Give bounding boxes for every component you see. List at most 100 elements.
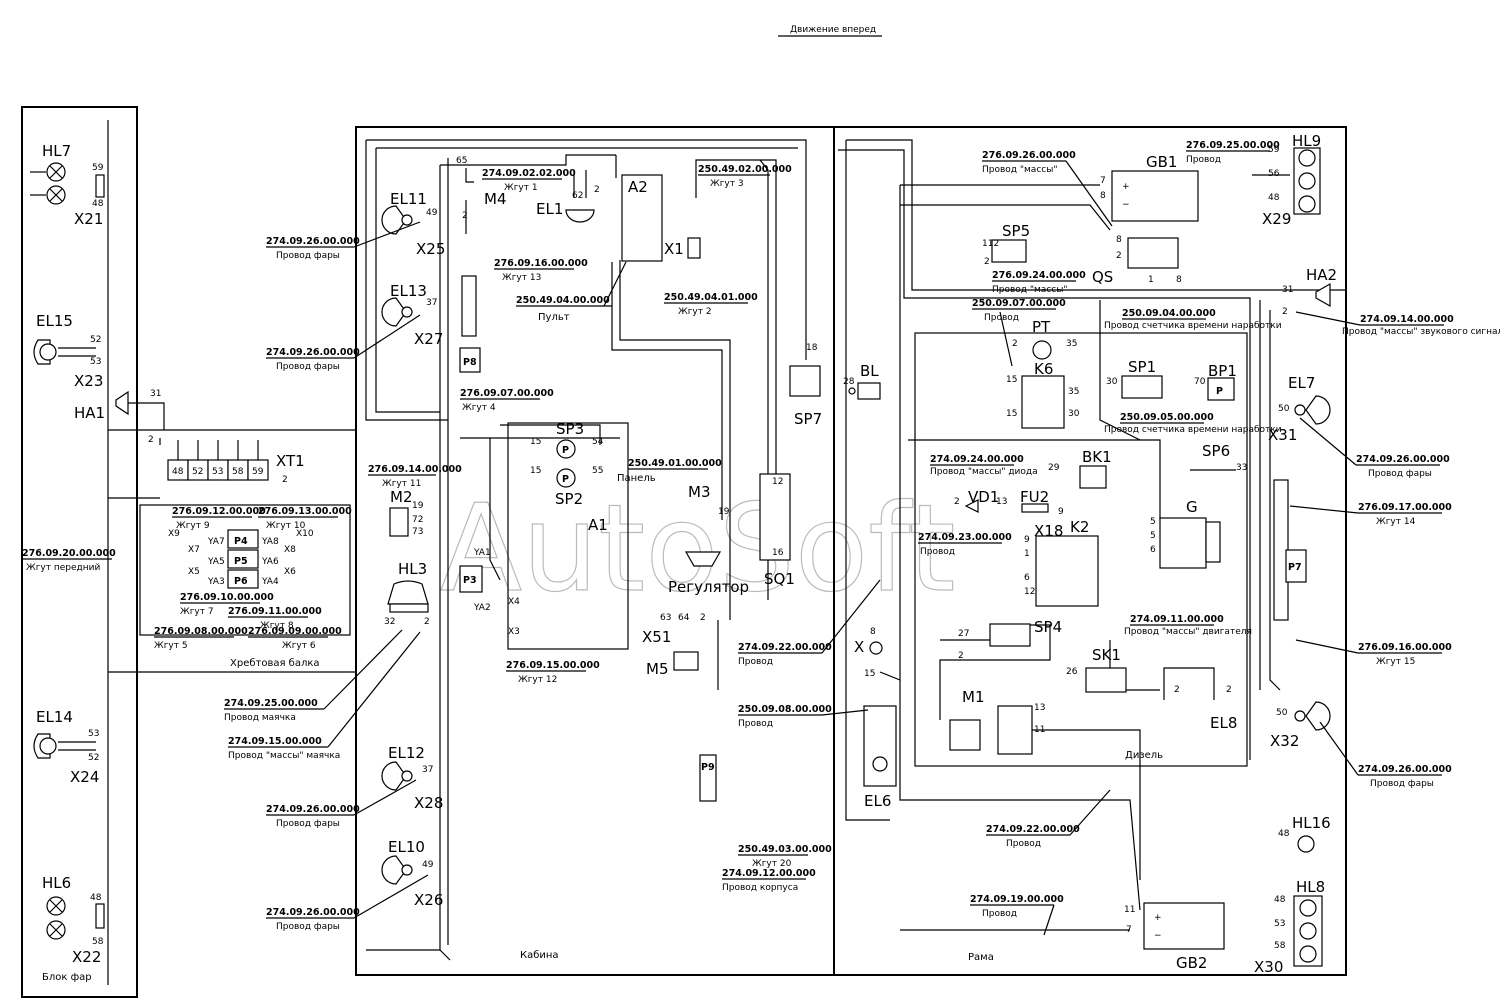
svg-text:SK1: SK1	[1092, 646, 1121, 664]
svg-text:13: 13	[996, 497, 1007, 507]
svg-text:2: 2	[282, 475, 288, 485]
svg-text:65: 65	[456, 156, 467, 166]
svg-text:274.09.24.00.000: 274.09.24.00.000	[930, 454, 1024, 465]
svg-text:Жгут 14: Жгут 14	[1376, 517, 1416, 527]
svg-text:K2: K2	[1070, 518, 1089, 536]
svg-text:SP6: SP6	[1202, 442, 1230, 460]
svg-text:Жгут передний: Жгут передний	[26, 563, 100, 573]
svg-text:YA7: YA7	[207, 537, 225, 547]
svg-text:274.09.26.00.000: 274.09.26.00.000	[1358, 764, 1452, 775]
svg-text:274.09.19.00.000: 274.09.19.00.000	[970, 894, 1064, 905]
svg-text:GB2: GB2	[1176, 954, 1207, 972]
a2-module: A2	[621, 174, 663, 262]
svg-text:P9: P9	[701, 762, 715, 773]
svg-text:EL10: EL10	[388, 838, 425, 856]
svg-text:31: 31	[150, 389, 161, 399]
svg-text:Жгут 4: Жгут 4	[462, 403, 496, 413]
svg-text:274.09.14.00.000: 274.09.14.00.000	[1360, 314, 1454, 325]
svg-text:274.09.26.00.000: 274.09.26.00.000	[1356, 454, 1450, 465]
svg-text:YA3: YA3	[207, 577, 225, 587]
svg-text:P: P	[1216, 386, 1223, 397]
sk1-sensor: SK1 26	[1066, 646, 1127, 693]
el10-lamp: EL10 49 X26	[381, 838, 443, 909]
svg-text:276.09.17.00.000: 276.09.17.00.000	[1358, 502, 1452, 513]
p7-relay: P7	[1273, 479, 1307, 621]
x-connector: 8 X 15	[854, 627, 883, 679]
svg-text:250.49.03.00.000: 250.49.03.00.000	[738, 844, 832, 855]
bk1-sensor: BK1 29	[1048, 448, 1112, 489]
p8-relay: P8	[459, 275, 481, 373]
svg-text:Жгут 5: Жгут 5	[154, 641, 188, 651]
callout: 250.49.04.00.000	[516, 295, 612, 307]
svg-text:6: 6	[1150, 545, 1156, 555]
svg-text:Провод фары: Провод фары	[276, 922, 340, 932]
svg-text:53: 53	[212, 467, 223, 477]
svg-text:Провод: Провод	[1006, 839, 1041, 849]
svg-text:SP3: SP3	[556, 420, 584, 438]
svg-text:EL7: EL7	[1288, 374, 1315, 392]
svg-text:Провод фары: Провод фары	[276, 362, 340, 372]
svg-text:274.09.25.00.000: 274.09.25.00.000	[224, 698, 318, 709]
area-cabin: Кабина	[520, 950, 559, 961]
svg-text:YA6: YA6	[261, 557, 279, 567]
svg-text:X30: X30	[1254, 958, 1283, 976]
gb2-battery: 117 +− GB2	[1124, 902, 1225, 972]
svg-text:274.09.11.00.000: 274.09.11.00.000	[1130, 614, 1224, 625]
el1-lamp: EL1 622	[536, 170, 600, 223]
el11-lamp: EL11 49 X25	[381, 190, 445, 258]
svg-text:52: 52	[88, 753, 99, 763]
svg-text:SP7: SP7	[794, 410, 822, 428]
svg-text:2: 2	[1226, 685, 1232, 695]
svg-text:276.09.09.00.000: 276.09.09.00.000	[248, 626, 342, 637]
svg-text:276.09.08.00.000: 276.09.08.00.000	[154, 626, 248, 637]
svg-text:52: 52	[192, 467, 203, 477]
svg-text:GB1: GB1	[1146, 153, 1177, 171]
svg-text:27: 27	[958, 629, 969, 639]
svg-text:250.09.04.00.000: 250.09.04.00.000	[1122, 308, 1216, 319]
svg-text:EL8: EL8	[1210, 714, 1237, 732]
svg-text:48: 48	[1274, 895, 1286, 905]
svg-text:274.09.26.00.000: 274.09.26.00.000	[266, 907, 360, 918]
svg-text:P3: P3	[463, 575, 477, 586]
area-diesel: Дизель	[1125, 750, 1163, 761]
svg-text:112: 112	[982, 239, 999, 249]
x1-connector: X1	[664, 237, 701, 259]
sp4-switch: SP4 272	[958, 618, 1062, 661]
svg-text:M1: M1	[962, 688, 985, 706]
svg-text:Провод "массы" звукового сигна: Провод "массы" звукового сигнала	[1342, 327, 1500, 337]
svg-text:276.09.07.00.000: 276.09.07.00.000	[460, 388, 554, 399]
svg-text:5: 5	[1150, 517, 1156, 527]
svg-text:A1: A1	[588, 516, 608, 534]
svg-text:58: 58	[1274, 941, 1286, 951]
svg-text:59: 59	[252, 467, 264, 477]
svg-text:M5: M5	[646, 660, 669, 678]
hl16-lamp: HL16 48	[1278, 814, 1331, 853]
svg-text:Жгут 15: Жгут 15	[1376, 657, 1415, 667]
svg-text:15: 15	[530, 437, 541, 447]
svg-text:15: 15	[530, 466, 541, 476]
headlight-block-frame	[21, 106, 138, 998]
leader-lines	[323, 160, 1361, 936]
svg-text:2: 2	[1282, 307, 1288, 317]
svg-text:Провод корпуса: Провод корпуса	[722, 883, 798, 893]
svg-text:P8: P8	[463, 357, 477, 368]
